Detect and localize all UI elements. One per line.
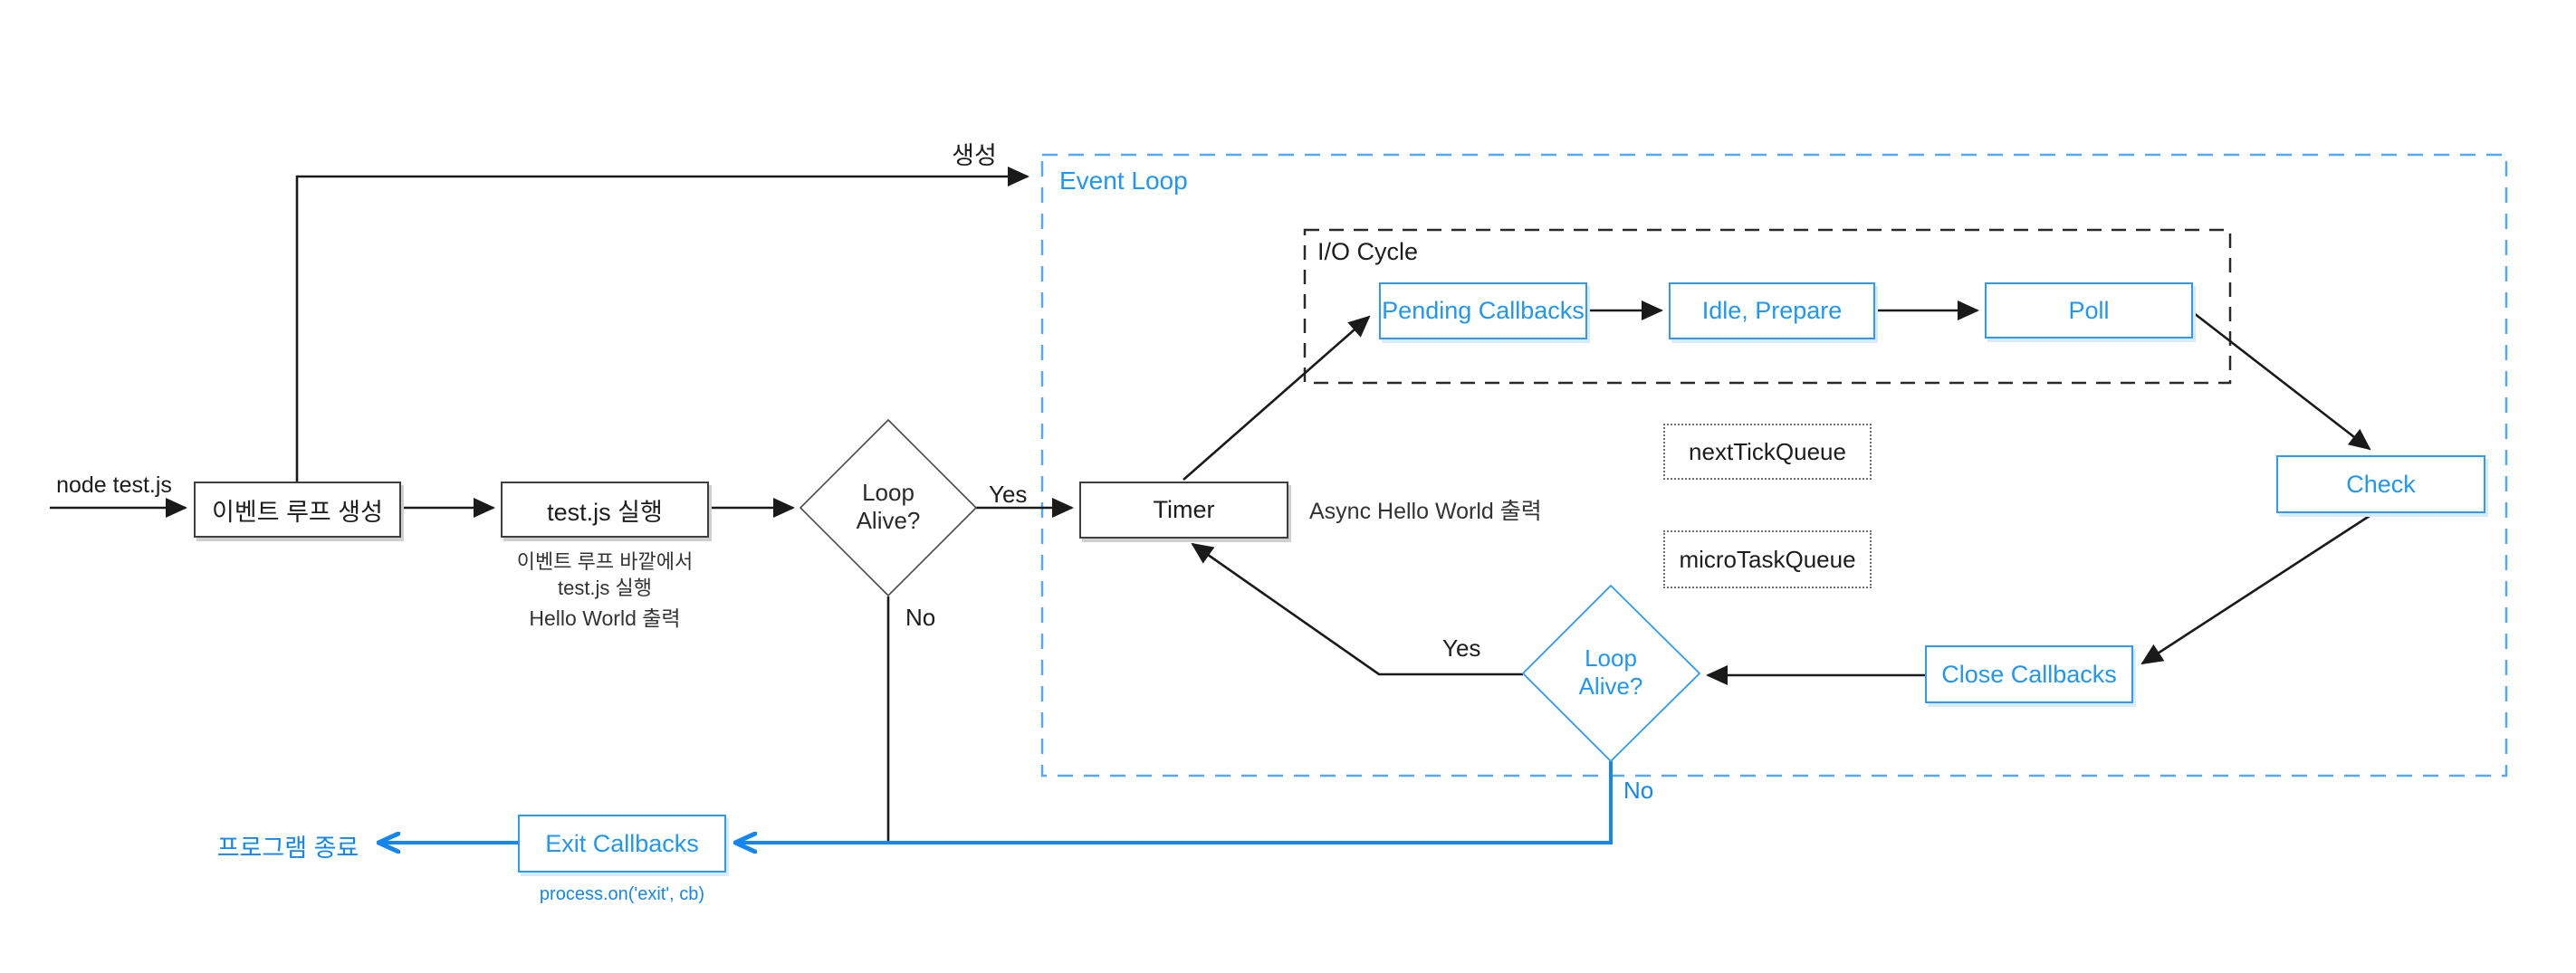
loop-alive-inner-line2: Alive? [1578, 673, 1643, 700]
start-command-label: node test.js [56, 472, 172, 498]
node-create-event-loop-label: 이벤트 루프 생성 [212, 498, 383, 526]
node-next-tick-queue-label: nextTickQueue [1689, 437, 1846, 465]
inner-yes-label: Yes [1442, 634, 1481, 662]
io-cycle-boundary [1303, 228, 2232, 385]
hello-world-note: Hello World 출력 [529, 606, 681, 630]
loop-alive-outer-text: Loop Alive? [816, 479, 961, 535]
run-note-line2: test.js 실행 [557, 577, 653, 599]
async-hello-note: Async Hello World 출력 [1309, 499, 1542, 524]
node-check-label: Check [2346, 470, 2416, 498]
event-loop-label: Event Loop [1059, 167, 1188, 195]
node-idle-prepare-label: Idle, Prepare [1701, 297, 1843, 324]
arrow-check-to-close [2140, 512, 2373, 665]
node-run-testjs: test.js 실행 [501, 482, 709, 538]
arrow-decision2-to-timer [1191, 542, 1523, 676]
node-poll: Poll [1985, 282, 2193, 339]
black-connectors [50, 167, 2373, 842]
arrow-decision2-no-to-exit [739, 761, 1613, 843]
node-close-callbacks: Close Callbacks [1925, 645, 2133, 703]
node-exit-callbacks: Exit Callbacks [518, 815, 726, 873]
node-run-testjs-label: test.js 실행 [547, 498, 663, 526]
loop-alive-outer-line1: Loop [862, 479, 915, 506]
arrow-create-to-eventloop [295, 167, 1029, 482]
blue-exit-path [382, 761, 1613, 843]
node-timer: Timer [1079, 482, 1288, 539]
node-exit-callbacks-label: Exit Callbacks [545, 829, 699, 857]
arrow-timer-to-pending [1183, 315, 1371, 481]
node-pending-callbacks: Pending Callbacks [1379, 282, 1587, 339]
node-next-tick-queue: nextTickQueue [1663, 424, 1872, 480]
outer-yes-label: Yes [989, 481, 1028, 508]
loop-alive-inner-line1: Loop [1585, 644, 1637, 672]
node-create-event-loop: 이벤트 루프 생성 [194, 482, 401, 538]
run-note: 이벤트 루프 바깥에서 test.js 실행 [487, 549, 723, 601]
node-micro-task-queue-label: microTaskQueue [1679, 545, 1856, 573]
node-pending-callbacks-label: Pending Callbacks [1382, 297, 1585, 324]
outer-no-label: No [905, 604, 936, 631]
loop-alive-inner-text: Loop Alive? [1538, 644, 1683, 701]
run-note-line1: 이벤트 루프 바깥에서 [516, 550, 694, 573]
loop-alive-outer-line2: Alive? [856, 507, 921, 534]
node-timer-label: Timer [1153, 496, 1215, 523]
node-check: Check [2276, 455, 2485, 513]
node-idle-prepare: Idle, Prepare [1669, 282, 1875, 339]
node-micro-task-queue: microTaskQueue [1663, 530, 1872, 588]
loop-alive-outer-diamond [799, 418, 978, 597]
node-close-callbacks-label: Close Callbacks [1941, 660, 2117, 688]
process-on-note: process.on('exit', cb) [539, 884, 705, 904]
arrow-poll-to-check [2193, 311, 2371, 451]
io-cycle-label: I/O Cycle [1317, 238, 1419, 265]
node-poll-label: Poll [2068, 296, 2110, 324]
event-loop-boundary [1040, 153, 2508, 777]
program-exit-label: 프로그램 종료 [216, 835, 359, 862]
loop-alive-inner-diamond [1521, 584, 1701, 763]
inner-no-label: No [1623, 777, 1654, 804]
create-edge-label: 생성 [952, 142, 997, 169]
